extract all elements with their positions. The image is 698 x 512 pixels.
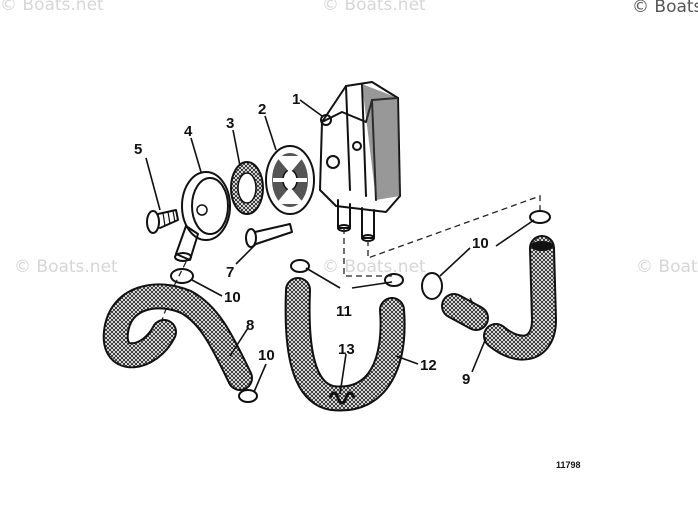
callout-11: 11 [336, 303, 352, 320]
watermark-top-center: © Boats.net [322, 0, 426, 15]
clamp-10-top-right [529, 210, 551, 224]
watermark-mid-right: © Boats.net [636, 257, 698, 277]
hose-9-part [441, 235, 558, 361]
clamp-10-right [421, 272, 443, 300]
watermark-mid-left: © Boats.net [14, 257, 118, 277]
callout-12: 12 [420, 357, 437, 374]
clamp-11-right [384, 273, 404, 287]
callout-10-left: 10 [224, 289, 241, 306]
callout-labels: 1 2 3 4 5 7 10 8 10 11 13 12 10 9 11798 [134, 91, 581, 470]
callout-4: 4 [184, 123, 193, 140]
figure-number: 11798 [556, 460, 581, 470]
watermark-layer: © Boats.net © Boats.net © Boats.net © Bo… [0, 0, 698, 277]
callout-7: 7 [226, 264, 234, 281]
callout-9: 9 [462, 371, 470, 388]
gasket-part [265, 145, 315, 215]
filter-screen-part [230, 161, 264, 215]
callout-13: 13 [338, 341, 355, 358]
cover-part [174, 171, 231, 262]
watermark-mid-center: © Boats.net [322, 257, 426, 277]
callout-5: 5 [134, 141, 142, 158]
callout-1: 1 [292, 91, 300, 108]
screw-part [146, 209, 179, 234]
callout-2: 2 [258, 101, 266, 118]
clamps [170, 210, 551, 403]
hose-8-part [102, 283, 253, 391]
clamp-11-left [290, 259, 310, 273]
watermark-top-left: © Boats.net [0, 0, 104, 15]
bolt-part [245, 223, 293, 248]
hose-12-part [284, 277, 406, 412]
spring-part [328, 391, 356, 405]
fuel-pump-part [319, 81, 401, 242]
callout-8: 8 [246, 317, 254, 334]
callout-3: 3 [226, 115, 234, 132]
clamp-10-left [170, 268, 194, 284]
callout-10-right: 10 [472, 235, 489, 252]
clamp-10-bottom [238, 389, 258, 403]
leader-lines [145, 99, 535, 395]
watermark-top-right: © Boats.net [632, 0, 698, 17]
callout-10-bottom: 10 [258, 347, 275, 364]
